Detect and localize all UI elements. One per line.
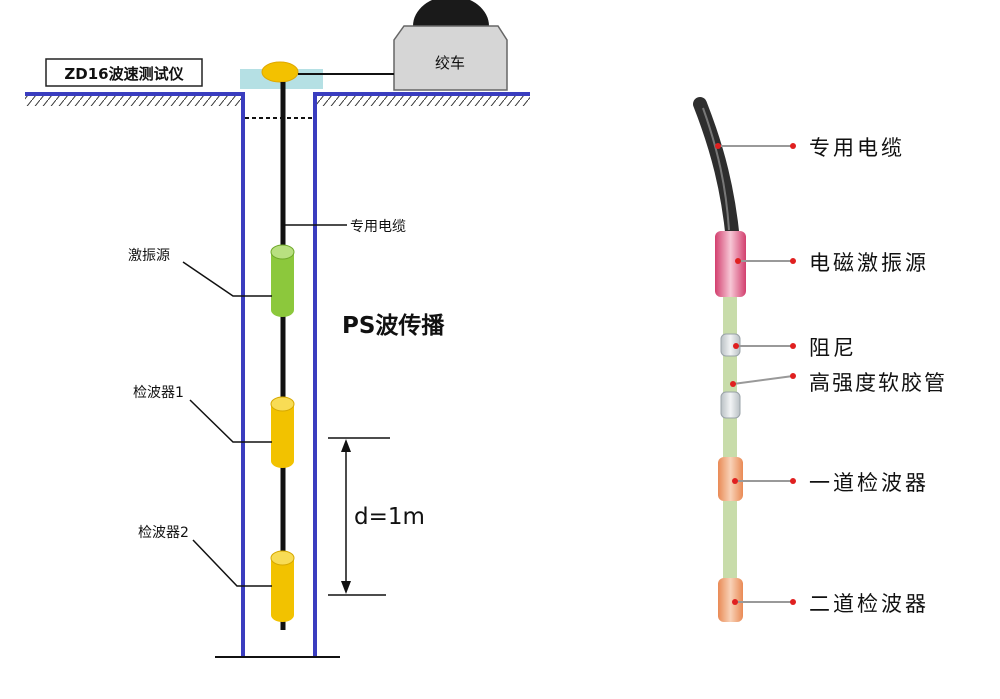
pointer-line-hose bbox=[732, 375, 794, 385]
ground-hatch-right bbox=[315, 94, 530, 106]
left-diagram: ZD16波速测试仪 绞车 专用电缆 激振源 检波器1 bbox=[25, 0, 530, 658]
geophone-1-cylinder bbox=[270, 396, 295, 468]
dimension-arrow-down bbox=[341, 581, 351, 594]
geophone-1-label: 检波器1 bbox=[133, 385, 184, 401]
geophone-channel-2 bbox=[718, 578, 743, 622]
right-diagram: 专用电缆 电磁激振源 阻尼 高强度软胶管 一道检波器 二道检波器 bbox=[693, 97, 947, 622]
winch-box bbox=[393, 25, 508, 91]
instrument-box bbox=[45, 58, 203, 87]
distance-label: d=1m bbox=[354, 504, 425, 530]
geophone-2-label: 检波器2 bbox=[138, 525, 189, 541]
geophone-channel-1 bbox=[718, 457, 743, 501]
winch-label: 绞车 bbox=[435, 54, 465, 72]
source-label: 激振源 bbox=[128, 247, 170, 264]
instrument-label: ZD16波速测试仪 bbox=[64, 65, 184, 83]
dimension-arrow-up bbox=[341, 439, 351, 452]
label-damper: 阻尼 bbox=[809, 336, 857, 360]
label-hose: 高强度软胶管 bbox=[809, 371, 947, 395]
source-cylinder bbox=[270, 244, 295, 317]
label-geophone-1: 一道检波器 bbox=[809, 471, 929, 495]
pulley-wheel bbox=[261, 61, 299, 83]
cable-label: 专用电缆 bbox=[350, 219, 406, 235]
ground-hatch-left bbox=[25, 94, 243, 106]
label-em-source: 电磁激振源 bbox=[809, 251, 929, 275]
source-leader-line bbox=[182, 261, 272, 297]
label-cable: 专用电缆 bbox=[809, 136, 905, 160]
pointer-dots bbox=[715, 143, 796, 605]
probe-cable-highlight bbox=[702, 107, 730, 231]
geophone-2-leader-line bbox=[192, 539, 272, 587]
geophone-2-cylinder bbox=[270, 550, 295, 622]
damper-lower bbox=[720, 391, 741, 419]
wave-label: PS波传播 bbox=[342, 313, 445, 339]
geophone-1-leader-line bbox=[189, 399, 272, 443]
winch-drum bbox=[413, 0, 489, 26]
em-source bbox=[715, 231, 746, 297]
label-geophone-2: 二道检波器 bbox=[809, 592, 929, 616]
